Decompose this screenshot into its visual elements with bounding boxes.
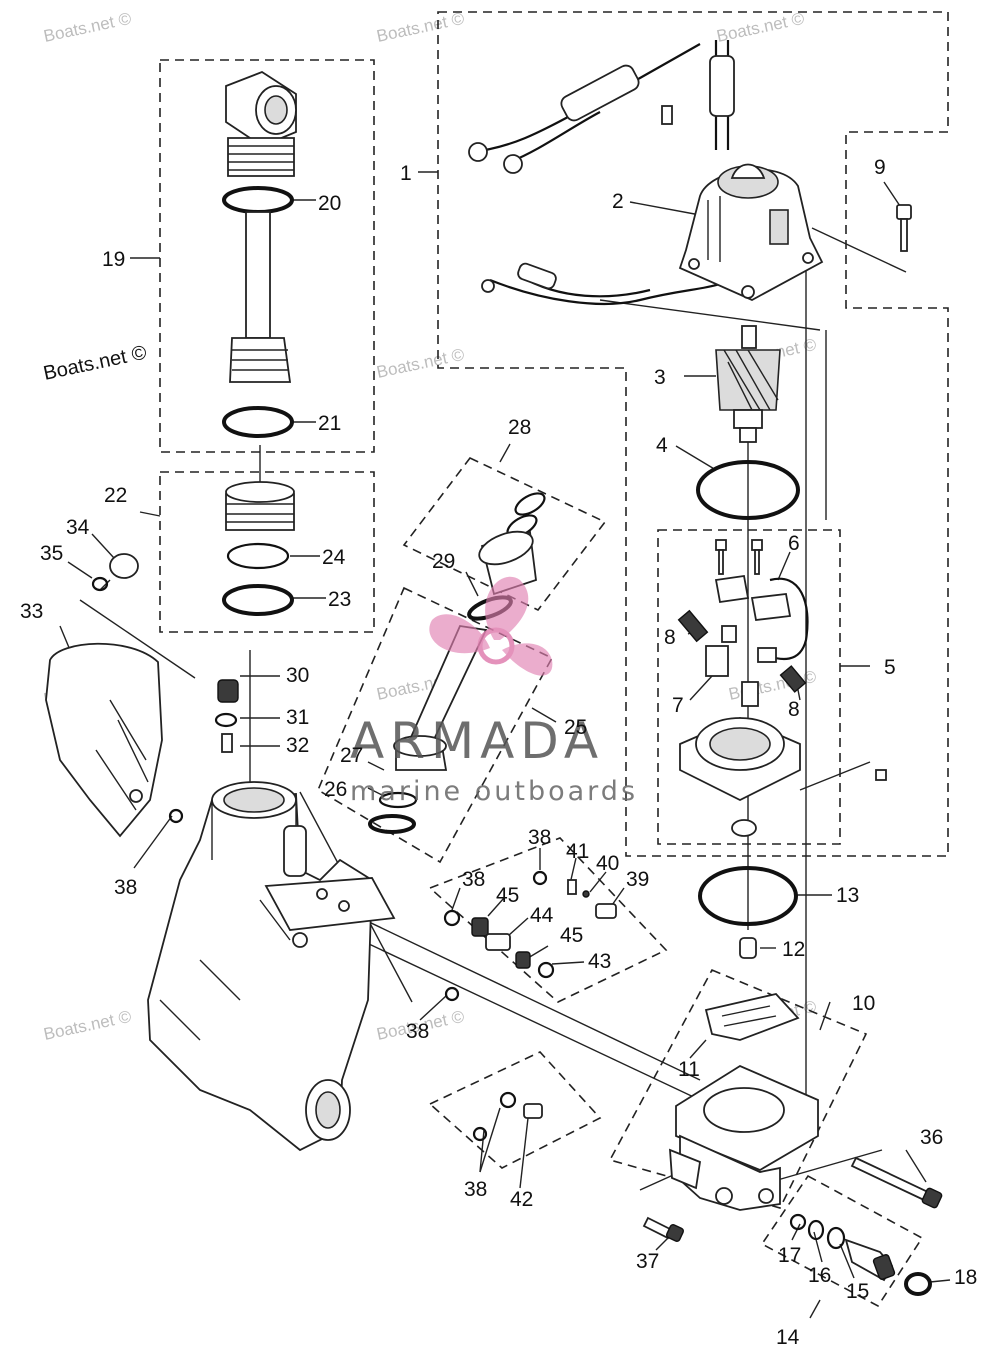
callout-19: 19	[102, 248, 125, 271]
valve-small-parts	[168, 808, 617, 1142]
callout-38-b: 38	[528, 826, 551, 849]
callout-14: 14	[776, 1326, 800, 1349]
callout-42: 42	[510, 1188, 533, 1211]
valve-28	[467, 492, 546, 621]
callout-40: 40	[596, 852, 619, 875]
callout-23: 23	[328, 588, 351, 611]
callout-8-a: 8	[664, 626, 676, 649]
piston-22	[222, 481, 295, 616]
callout-22: 22	[104, 484, 127, 507]
small-parts-30-32	[214, 679, 239, 753]
callout-44: 44	[530, 904, 554, 927]
callout-38-d: 38	[406, 1020, 429, 1043]
callout-12: 12	[782, 938, 805, 961]
group-box-19	[159, 59, 375, 453]
callout-10: 10	[852, 992, 875, 1015]
callout-20: 20	[318, 192, 341, 215]
callout-21: 21	[318, 412, 341, 435]
callout-31: 31	[286, 706, 309, 729]
o-ring-4	[696, 460, 800, 520]
callout-35: 35	[40, 542, 63, 565]
watermark-text: Boats.net ©	[42, 9, 134, 46]
callout-43: 43	[588, 950, 611, 973]
callout-45-b: 45	[560, 924, 583, 947]
motor-group-box	[437, 11, 949, 857]
watermark-text: Boats.net ©	[375, 9, 467, 46]
brand-name: ARMADA	[350, 712, 604, 770]
callout-8-b: 8	[788, 698, 800, 721]
brush-holder-5	[677, 539, 887, 837]
callout-7: 7	[672, 694, 684, 717]
motor-wires	[468, 40, 735, 305]
valve-group-box-2	[428, 1051, 602, 1169]
callout-38-c: 38	[462, 868, 485, 891]
callout-11: 11	[678, 1058, 700, 1081]
callout-9: 9	[874, 156, 886, 179]
callout-17: 17	[778, 1244, 801, 1267]
callout-33: 33	[20, 600, 43, 623]
callout-24: 24	[322, 546, 346, 569]
shock-25	[368, 625, 488, 834]
motor-2	[678, 163, 824, 302]
watermark-text: Boats.net ©	[42, 1007, 134, 1044]
callout-6: 6	[788, 532, 800, 555]
watermark-text: Boats.net ©	[375, 345, 467, 382]
bolt-9	[896, 204, 912, 252]
callout-37: 37	[636, 1250, 659, 1273]
valve-14	[789, 1213, 932, 1296]
group-box-28	[402, 456, 607, 612]
cylinder-housing	[147, 781, 396, 1152]
part-34	[109, 553, 139, 579]
callout-29: 29	[432, 550, 455, 573]
armature-3	[715, 325, 781, 443]
group-box-14	[760, 1174, 924, 1308]
anode-33	[45, 642, 163, 838]
callout-13: 13	[836, 884, 859, 907]
brand-tagline: marine outboards	[350, 776, 638, 807]
callout-41: 41	[566, 840, 589, 863]
callout-38-e: 38	[464, 1178, 487, 1201]
bolt-37	[642, 1216, 685, 1243]
callout-39: 39	[626, 868, 649, 891]
callout-25: 25	[564, 716, 587, 739]
brand-logo: ARMADA marine outboards	[350, 576, 638, 807]
pump-10	[668, 993, 819, 1211]
tilt-rod-19	[222, 70, 297, 438]
watermark-text: Boats.net ©	[727, 667, 819, 704]
part-12	[739, 937, 757, 959]
callout-1: 1	[400, 162, 412, 185]
part-35	[91, 576, 109, 592]
callout-4: 4	[656, 434, 668, 457]
group-box-5	[657, 529, 841, 845]
o-ring-13	[698, 866, 798, 926]
callout-26: 26	[324, 778, 347, 801]
callout-15: 15	[846, 1280, 869, 1303]
callout-18: 18	[954, 1266, 977, 1289]
callout-2: 2	[612, 190, 624, 213]
bolt-36	[850, 1156, 943, 1209]
watermark-text-dark: Boats.net ©	[41, 342, 148, 385]
group-box-22	[159, 471, 375, 633]
propeller-icon	[429, 576, 553, 676]
callout-28: 28	[508, 416, 531, 439]
callout-3: 3	[654, 366, 666, 389]
callout-27: 27	[340, 744, 363, 767]
callout-16: 16	[808, 1264, 831, 1287]
callout-numbers: 1 2 3 4 5 6 7 8 8 9 10 11 12 13 14 15 16…	[20, 156, 977, 1349]
callout-leaders	[59, 171, 951, 1319]
group-box-10	[608, 968, 868, 1209]
callout-30: 30	[286, 664, 309, 687]
callout-32: 32	[286, 734, 309, 757]
callout-5: 5	[884, 656, 896, 679]
callout-38-a: 38	[114, 876, 137, 899]
callout-34: 34	[66, 516, 90, 539]
callout-36: 36	[920, 1126, 943, 1149]
callout-45-a: 45	[496, 884, 519, 907]
